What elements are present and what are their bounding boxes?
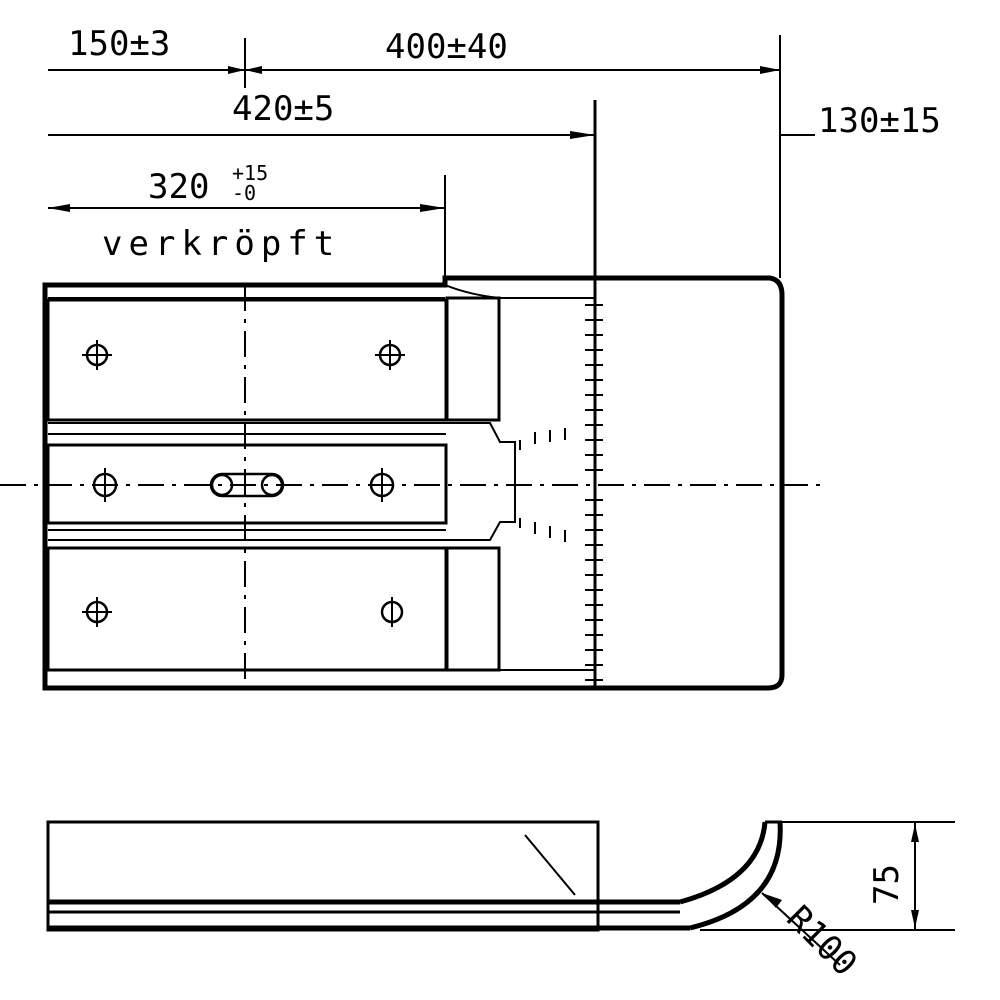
dim-130: 130±15 [818,101,941,141]
dim-radius: R100 [779,898,865,984]
dim-150: 150±3 [68,24,170,64]
dim-400: 400±40 [385,27,508,67]
side-view [46,820,955,966]
plan-view [0,275,820,691]
dimension-lines [48,35,815,285]
dim-320-tol-lower: -0 [232,181,256,205]
hole-top-right [375,340,405,370]
hole-middle-right [369,468,395,502]
hole-bottom-left [82,597,112,627]
hole-bottom-right [380,597,404,627]
slot-middle [209,472,285,498]
dim-320-tol-upper: +15 [232,161,268,185]
hole-top-left [82,340,112,370]
offset-note: verkröpft [102,224,340,264]
dim-75: 75 [867,864,907,905]
hole-middle-left [92,468,118,502]
dim-320: 320 [148,167,209,207]
dim-420: 420±5 [232,89,334,129]
mounting-holes [82,340,405,627]
